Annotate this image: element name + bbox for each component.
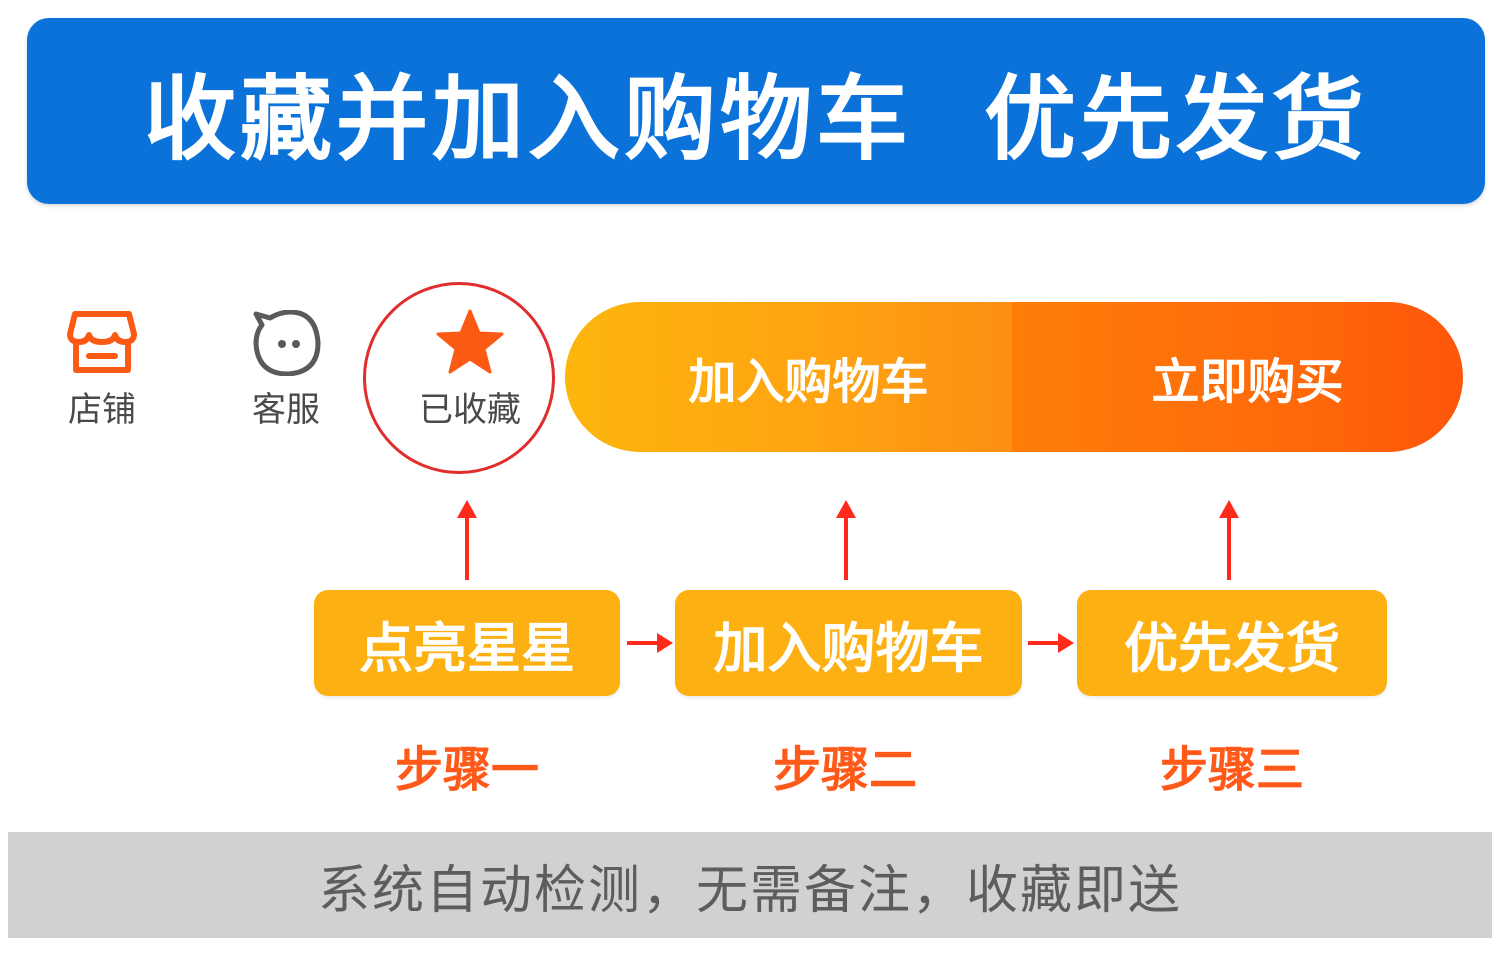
nav-store-label: 店铺: [68, 390, 136, 430]
step-label-3: 步骤三: [1159, 742, 1304, 798]
nav-item-favorite[interactable]: 已收藏: [400, 308, 540, 431]
promo-banner: 收藏并加入购物车 优先发货: [27, 18, 1485, 204]
arrow-up-icon: [1219, 500, 1239, 580]
buy-now-button[interactable]: 立即购买: [1012, 302, 1463, 452]
banner-title: 收藏并加入购物车 优先发货: [143, 65, 1369, 173]
chat-icon: [253, 310, 321, 376]
arrow-up-icon: [457, 500, 477, 580]
nav-service-label: 客服: [252, 390, 320, 430]
step-box-1: 点亮星星: [314, 590, 620, 696]
action-bar: 加入购物车 立即购买: [565, 302, 1463, 452]
step-label-2: 步骤二: [772, 742, 917, 798]
nav-favorite-label: 已收藏: [419, 390, 521, 430]
arrow-up-icon: [836, 500, 856, 580]
star-icon: [436, 309, 504, 374]
step-label-1: 步骤一: [394, 742, 539, 798]
footer-bar: 系统自动检测，无需备注，收藏即送: [8, 832, 1492, 938]
favorite-highlight-ring: [363, 282, 555, 474]
footer-text: 系统自动检测，无需备注，收藏即送: [317, 860, 1182, 921]
store-icon: [67, 311, 137, 373]
arrow-right-icon: [1028, 633, 1074, 653]
nav-item-service[interactable]: 客服: [236, 310, 336, 431]
nav-item-store[interactable]: 店铺: [52, 310, 152, 431]
add-to-cart-button[interactable]: 加入购物车: [565, 302, 1012, 452]
step-box-2: 加入购物车: [675, 590, 1022, 696]
step-box-3: 优先发货: [1077, 590, 1387, 696]
arrow-right-icon: [627, 633, 673, 653]
